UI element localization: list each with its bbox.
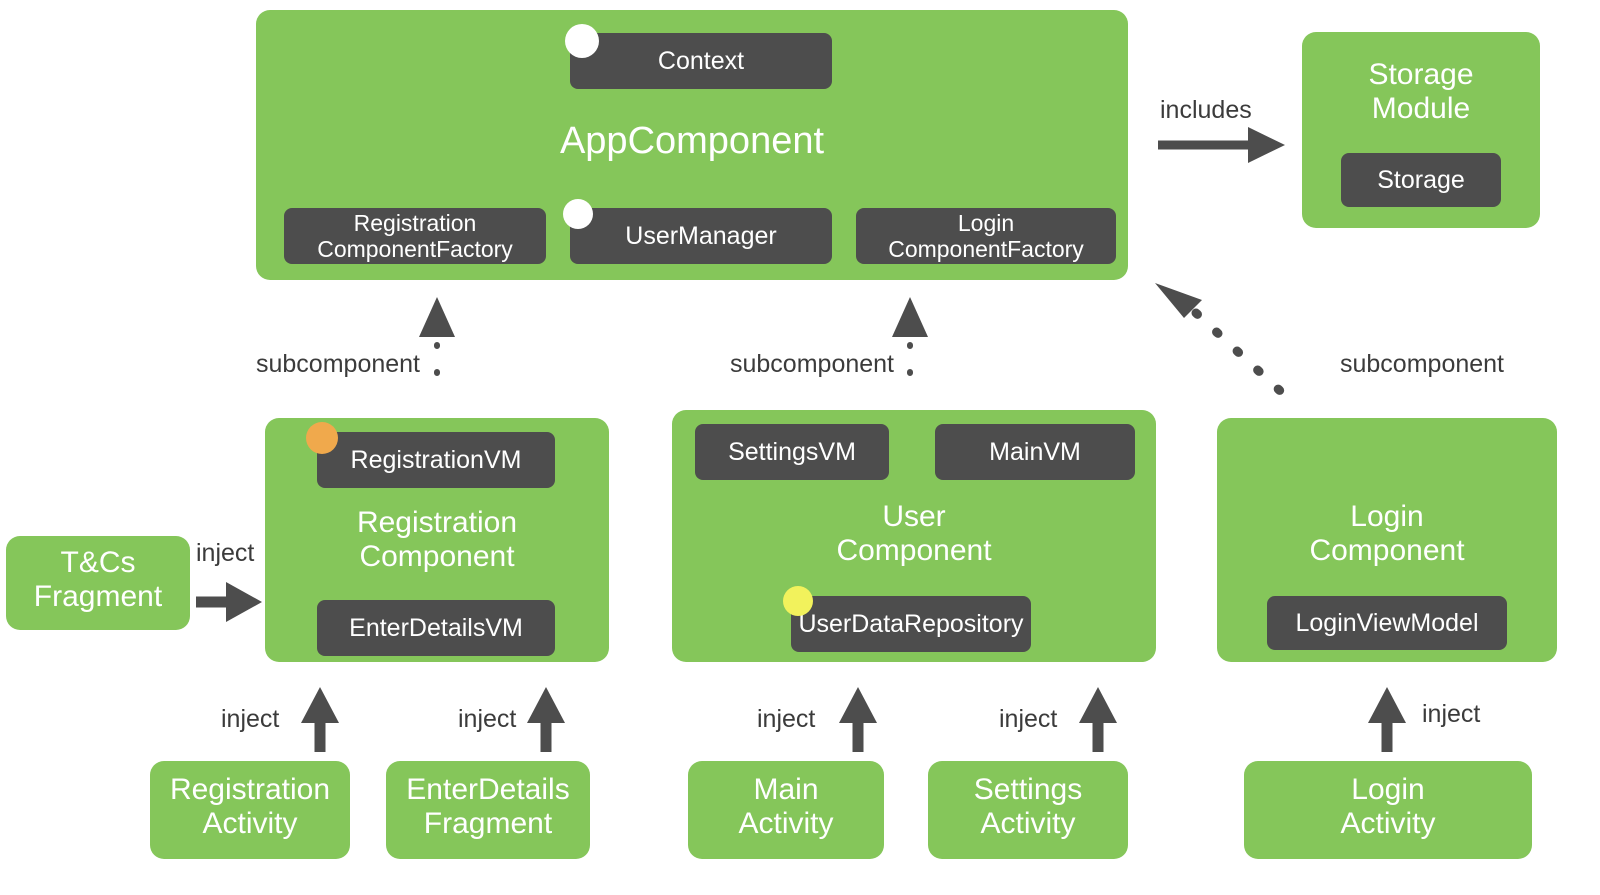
binding-registration-vm[interactable]: RegistrationVM: [317, 432, 555, 488]
login-activity-box[interactable]: [1244, 761, 1532, 859]
subcomponent-arrow-user: [892, 297, 928, 400]
storage-module-title: Storage Module: [1368, 58, 1474, 126]
edge-label-inject-enter-details-fragment: inject: [458, 705, 517, 733]
edge-label-subcomponent-user: subcomponent: [730, 350, 895, 378]
binding-registration-component-factory[interactable]: Registration ComponentFactory: [284, 208, 546, 264]
registration-component-title: Registration Component: [356, 506, 518, 574]
binding-login-component-factory[interactable]: Login ComponentFactory: [856, 208, 1116, 264]
registration-activity-box[interactable]: [150, 761, 350, 859]
inject-arrow-enterdetails-fragment: [527, 687, 565, 752]
edge-label-subcomponent-registration: subcomponent: [256, 350, 421, 378]
tcs-fragment-box[interactable]: [6, 536, 190, 630]
user-component-title: User Component: [836, 500, 992, 568]
includes-arrow: [1158, 127, 1285, 163]
edge-label-inject-login-activity: inject: [1422, 700, 1481, 728]
edge-label-inject-settings-activity: inject: [999, 705, 1058, 733]
login-activity-label: Login Activity: [1340, 773, 1436, 841]
inject-arrow-main-activity: [839, 687, 877, 752]
registration-scope-dot: [306, 422, 338, 454]
inject-arrow-registration-activity: [301, 687, 339, 752]
binding-user-data-repository[interactable]: UserDataRepository: [791, 596, 1031, 652]
binding-main-vm[interactable]: MainVM: [935, 424, 1135, 480]
inject-arrow-settings-activity: [1079, 687, 1117, 752]
inject-arrow-tcs: [196, 582, 262, 622]
binding-enter-details-vm[interactable]: EnterDetailsVM: [317, 600, 555, 656]
binding-login-view-model[interactable]: LoginViewModel: [1267, 596, 1507, 650]
binding-settings-vm[interactable]: SettingsVM: [695, 424, 889, 480]
edge-label-includes: includes: [1160, 96, 1252, 124]
singleton-scope-dot-usermanager: [563, 199, 593, 229]
main-activity-label: Main Activity: [738, 773, 834, 841]
main-activity-box[interactable]: [688, 761, 884, 859]
settings-activity-box[interactable]: [928, 761, 1128, 859]
singleton-scope-dot-context: [565, 24, 599, 58]
registration-activity-label: Registration Activity: [169, 773, 331, 841]
enter-details-fragment-label: EnterDetails Fragment: [406, 773, 570, 841]
settings-activity-label: Settings Activity: [973, 773, 1083, 841]
tcs-fragment-label: T&Cs Fragment: [33, 546, 163, 614]
edge-label-inject-tcs: inject: [196, 539, 255, 567]
binding-user-manager[interactable]: UserManager: [570, 208, 832, 264]
login-component-title: Login Component: [1309, 500, 1465, 568]
edge-label-inject-main-activity: inject: [757, 705, 816, 733]
app-component-title: AppComponent: [559, 120, 825, 162]
edge-label-subcomponent-login: subcomponent: [1340, 350, 1505, 378]
user-scope-dot: [783, 586, 813, 616]
edge-label-inject-registration-activity: inject: [221, 705, 280, 733]
binding-context[interactable]: Context: [570, 33, 832, 89]
enter-details-fragment-box[interactable]: [386, 761, 590, 859]
inject-arrow-login-activity: [1368, 687, 1406, 752]
binding-storage[interactable]: Storage: [1341, 153, 1501, 207]
subcomponent-arrow-registration: [419, 297, 455, 400]
subcomponent-arrow-login: [1155, 283, 1295, 405]
